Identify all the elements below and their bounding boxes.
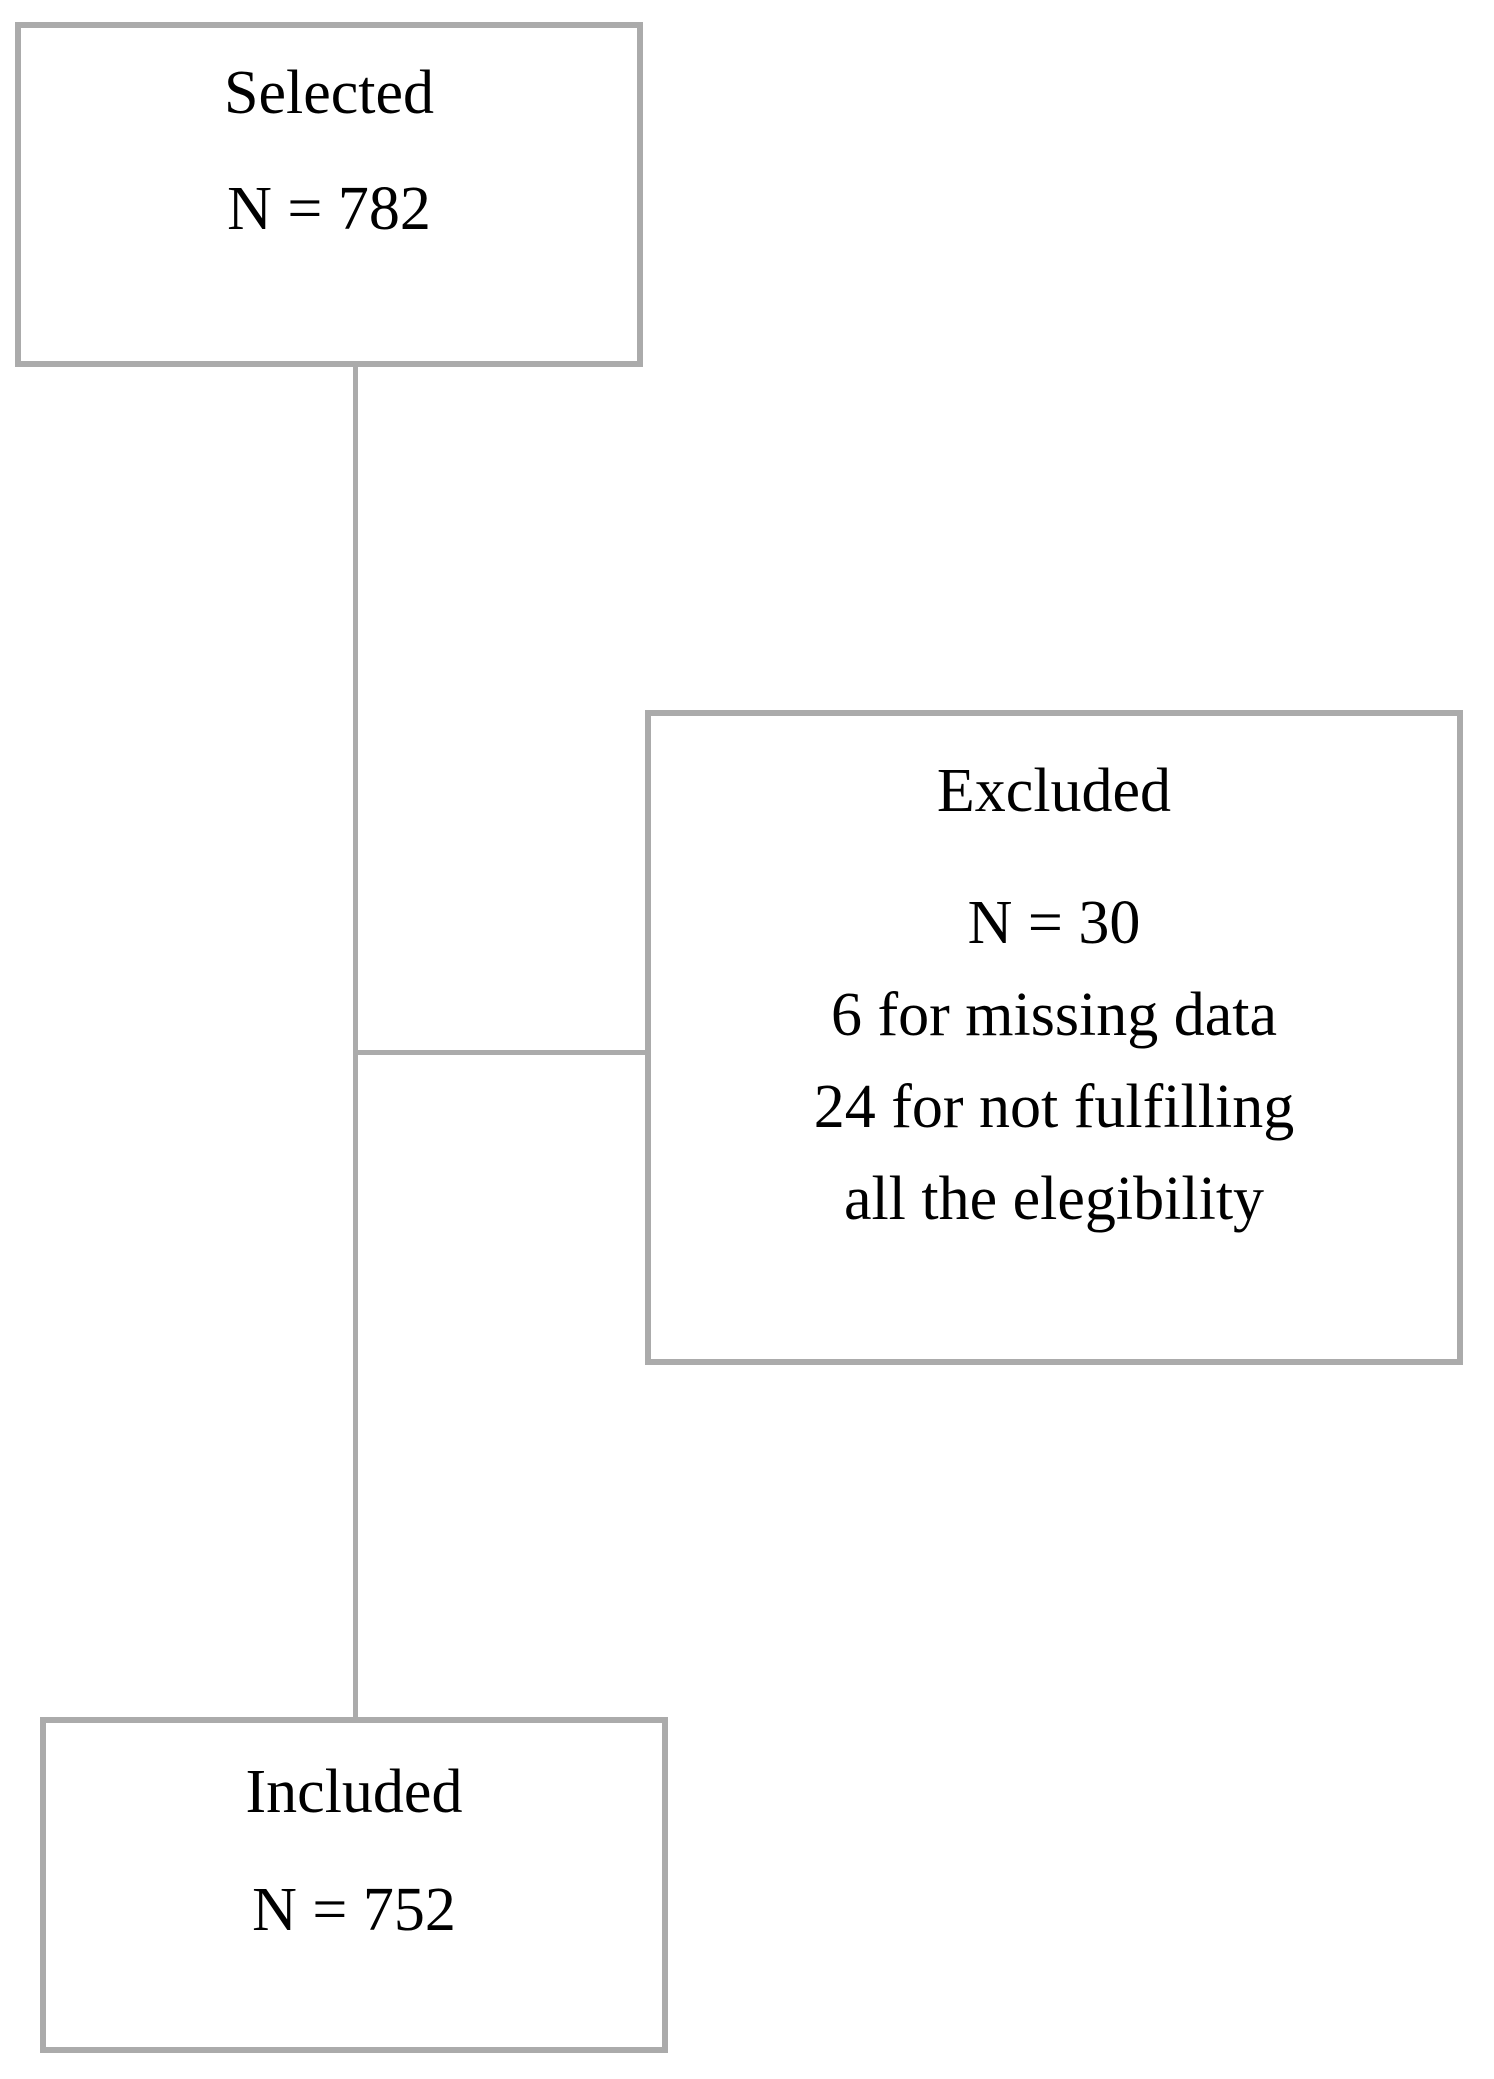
flow-node-excluded: Excluded N = 30 6 for missing data 24 fo… <box>645 710 1463 1365</box>
included-title: Included <box>245 1758 463 1826</box>
included-count: N = 752 <box>252 1876 456 1944</box>
excluded-reason-missing-data: 6 for missing data <box>831 981 1277 1049</box>
excluded-title: Excluded <box>936 757 1172 825</box>
connector-vertical-trunk <box>353 367 358 1717</box>
selected-count: N = 782 <box>227 175 431 243</box>
excluded-reason-not-fulfilling: 24 for not fulfilling <box>813 1073 1295 1141</box>
flow-node-selected: Selected N = 782 <box>15 22 643 367</box>
flow-node-included: Included N = 752 <box>40 1717 668 2053</box>
excluded-reason-eligibility: all the elegibility <box>843 1165 1265 1233</box>
connector-horizontal-excluded <box>353 1050 647 1055</box>
selected-title: Selected <box>223 59 434 127</box>
excluded-count: N = 30 <box>967 889 1141 957</box>
